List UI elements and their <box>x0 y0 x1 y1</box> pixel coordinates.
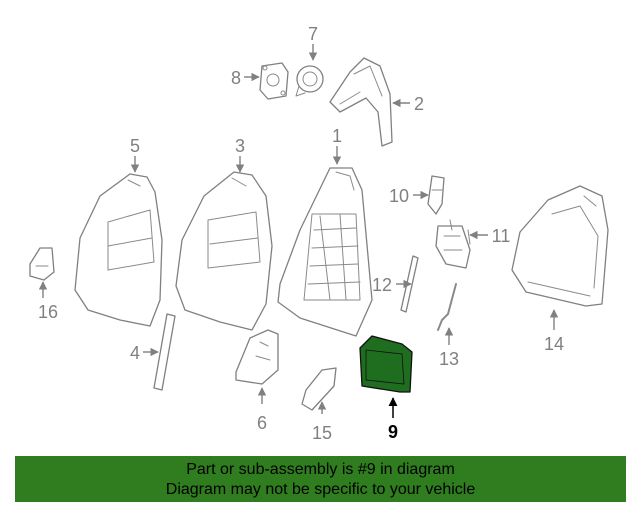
callout-6: 6 <box>257 413 267 433</box>
callout-3: 3 <box>235 136 245 156</box>
part-1-frame <box>277 167 373 337</box>
callout-10: 10 <box>389 186 409 206</box>
part-15-panel <box>301 367 337 411</box>
callout-2: 2 <box>414 94 424 114</box>
callout-15: 15 <box>312 423 332 443</box>
banner-line-1: Part or sub-assembly is #9 in diagram <box>186 461 455 478</box>
part-8-bracket <box>259 62 289 100</box>
part-10-clip <box>427 175 445 215</box>
part-6-side-trim <box>235 329 279 385</box>
part-4-strip <box>153 313 176 391</box>
callout-4: 4 <box>130 343 140 363</box>
part-9-module <box>359 335 413 393</box>
callout-8: 8 <box>231 68 241 88</box>
part-2-cover <box>329 57 393 147</box>
part-13-hook <box>437 283 457 331</box>
callout-5: 5 <box>130 136 140 156</box>
banner-line-2: Diagram may not be specific to your vehi… <box>165 481 476 498</box>
callout-1: 1 <box>332 126 342 146</box>
callout-13: 13 <box>439 349 459 369</box>
part-3-seat-cover <box>175 171 273 331</box>
part-5-seat-pad <box>74 173 163 327</box>
info-banner: Part or sub-assembly is #9 in diagram Di… <box>15 456 626 502</box>
callout-11: 11 <box>492 226 511 246</box>
callout-7: 7 <box>308 24 318 44</box>
parts-diagram: 7 8 2 1 5 3 10 11 12 16 4 14 13 6 15 9 <box>29 24 609 443</box>
part-16-clip <box>29 247 55 281</box>
part-11-latch <box>435 219 471 269</box>
callout-12: 12 <box>372 275 392 295</box>
part-14-rear-panel <box>511 185 609 307</box>
callout-16: 16 <box>38 302 58 322</box>
leader-lines <box>38 44 559 418</box>
callout-14: 14 <box>544 334 564 354</box>
callout-9-highlighted: 9 <box>388 422 398 442</box>
part-7-knob <box>295 65 324 97</box>
